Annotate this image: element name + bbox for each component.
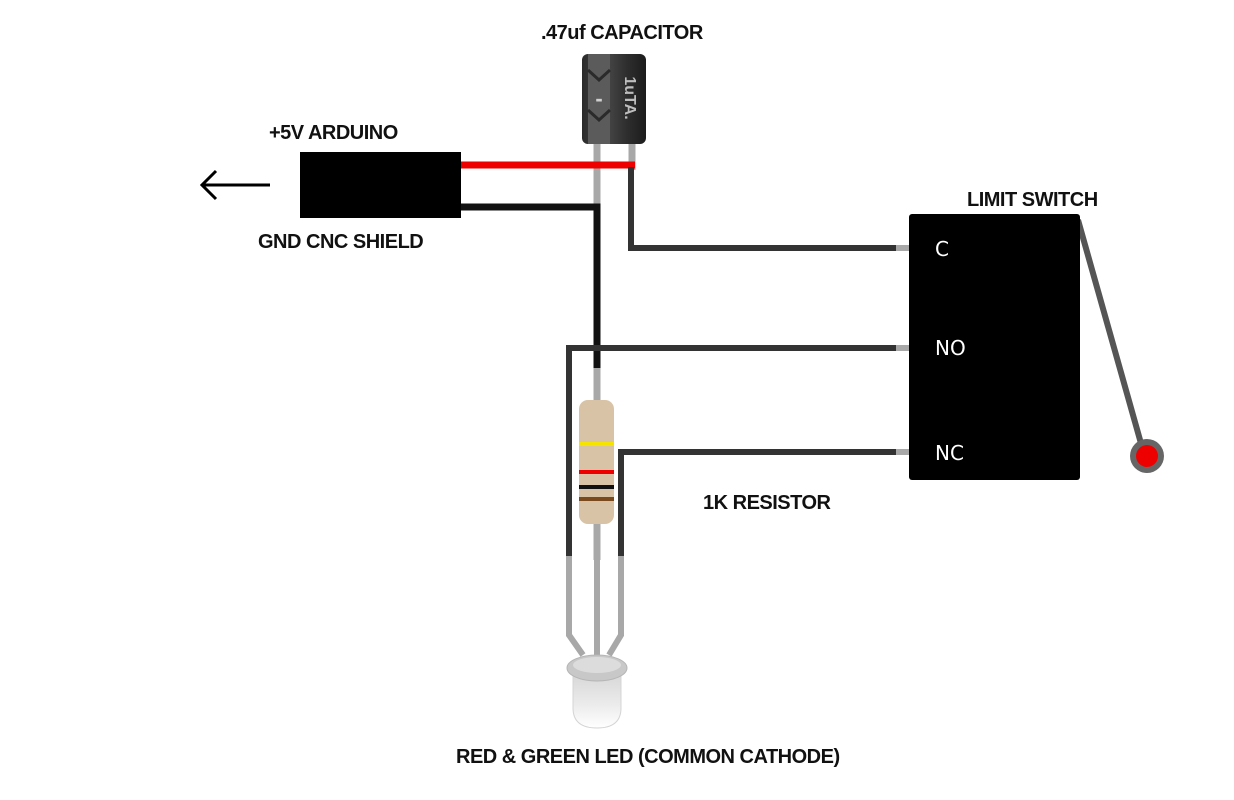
arduino-connector — [300, 152, 461, 218]
limit-switch-label: LIMIT SWITCH — [967, 189, 1098, 211]
led-label: RED & GREEN LED (COMMON CATHODE) — [456, 746, 840, 768]
led — [566, 556, 628, 729]
switch-pin-stubs — [896, 245, 911, 455]
pin-c-label: C — [935, 237, 949, 261]
pin-no-label: NO — [935, 336, 966, 360]
capacitor-label: .47uf CAPACITOR — [541, 22, 704, 44]
capacitor-marking: 1uTA. — [621, 76, 638, 119]
resistor-label: 1K RESISTOR — [703, 492, 832, 514]
limit-switch: C NO NC — [909, 214, 1164, 480]
arrow-left-icon — [199, 169, 270, 201]
resistor-band-4 — [579, 497, 614, 501]
switch-body — [909, 214, 1080, 480]
capacitor-polarity-mark: - — [595, 86, 602, 111]
switch-lever — [1075, 219, 1147, 455]
gnd-shield-label: GND CNC SHIELD — [258, 231, 423, 253]
wire-black-gnd — [461, 203, 601, 368]
pin-nc-label: NC — [935, 441, 964, 465]
wire-to-no — [566, 345, 898, 556]
resistor — [579, 368, 614, 560]
resistor-band-2 — [579, 470, 614, 474]
capacitor: - 1uTA. — [582, 54, 646, 144]
resistor-band-1 — [579, 442, 614, 446]
resistor-band-3 — [579, 485, 614, 489]
wire-to-nc — [618, 449, 898, 556]
arduino-label: +5V ARDUINO — [269, 122, 398, 144]
wire-to-c — [628, 167, 898, 251]
